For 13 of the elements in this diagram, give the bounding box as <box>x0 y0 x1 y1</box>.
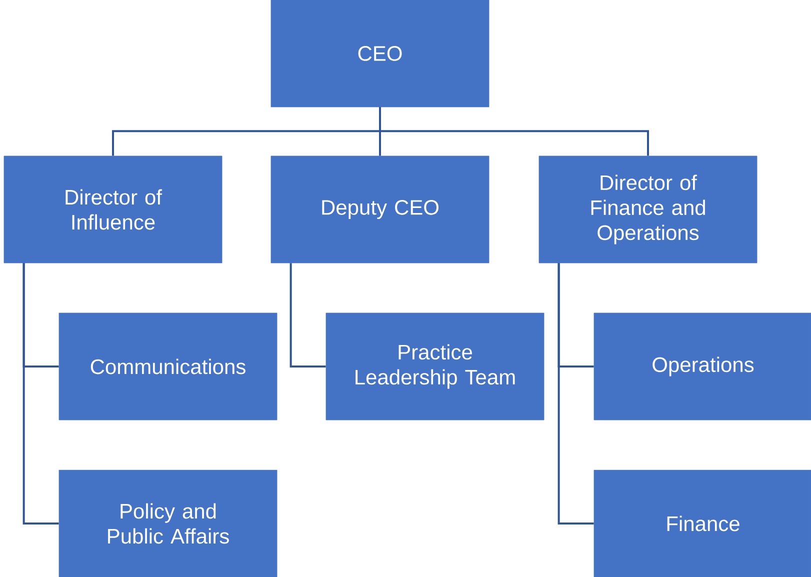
org-box: Practice Leadership Team <box>326 312 544 420</box>
connector-line <box>379 107 649 156</box>
org-box: Policy and Public Affairs <box>58 470 278 577</box>
org-box: Deputy CEO <box>270 156 490 264</box>
connector-line <box>558 263 594 524</box>
org-box: Communications <box>58 312 278 420</box>
connector-line <box>22 263 59 524</box>
org-box: Director of Finance and Operations <box>538 156 758 264</box>
org-box: Finance <box>594 470 811 577</box>
connector-line <box>290 263 326 368</box>
org-box: CEO <box>270 0 490 108</box>
org-box: Operations <box>594 312 811 420</box>
org-box: Director of Influence <box>4 156 222 264</box>
